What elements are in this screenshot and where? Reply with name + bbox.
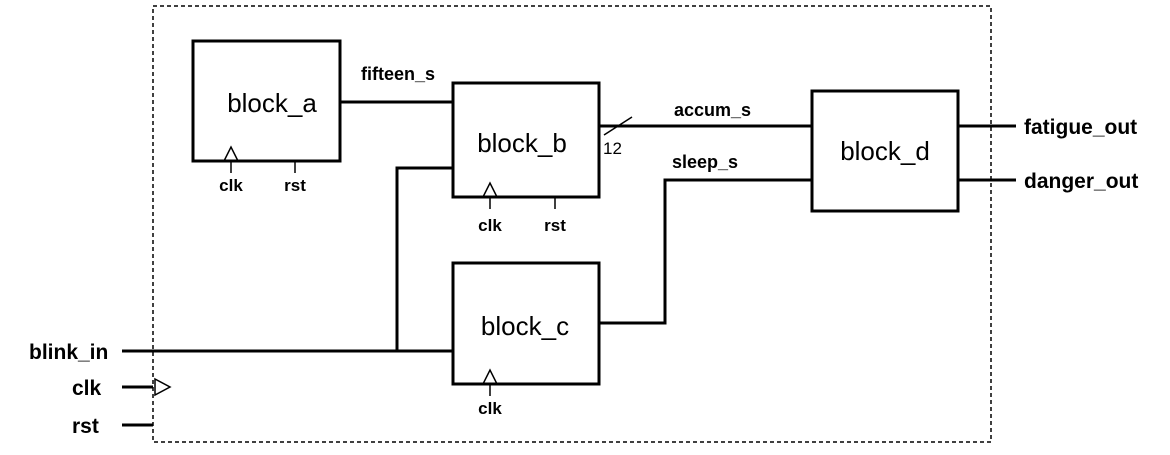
block-d-label: block_d xyxy=(840,136,930,166)
clock-triangle-icon xyxy=(223,145,239,162)
block-b-clk-label: clk xyxy=(478,216,502,235)
block-a-label: block_a xyxy=(227,88,317,118)
block-b-rst-label: rst xyxy=(544,216,566,235)
block-d-box xyxy=(810,89,960,213)
block-c: block_c clk xyxy=(451,261,601,418)
block-c-box xyxy=(451,261,601,386)
wire-blink-branch xyxy=(395,166,453,351)
output-danger-out-label: danger_out xyxy=(1024,170,1138,193)
clock-triangle-icon xyxy=(482,181,498,198)
block-a-clk-label: clk xyxy=(219,176,243,195)
block-d: block_d xyxy=(810,89,960,213)
block-b-label: block_b xyxy=(477,128,567,158)
wires xyxy=(122,100,1016,427)
output-fatigue-out-label: fatigue_out xyxy=(1024,116,1137,139)
bus-width-label: 12 xyxy=(603,139,622,158)
input-rst-label: rst xyxy=(72,415,99,438)
wire-sleep-s xyxy=(599,178,812,325)
signal-accum-s-label: accum_s xyxy=(674,100,751,120)
clock-input-triangle xyxy=(154,377,172,397)
bus-width-slash xyxy=(603,116,633,136)
signal-fifteen-s-label: fifteen_s xyxy=(361,64,435,84)
block-a-box xyxy=(191,39,342,163)
input-clk-label: clk xyxy=(72,377,102,400)
block-c-clk-label: clk xyxy=(478,399,502,418)
block-c-label: block_c xyxy=(481,311,569,341)
block-b: block_b clk rst xyxy=(451,81,601,235)
block-a-rst-label: rst xyxy=(284,176,306,195)
signal-sleep-s-label: sleep_s xyxy=(672,152,738,172)
block-a: block_a clk rst xyxy=(191,39,342,195)
input-blink-in-label: blink_in xyxy=(29,341,108,364)
block-b-box xyxy=(451,81,601,199)
clock-triangle-icon xyxy=(482,368,498,385)
